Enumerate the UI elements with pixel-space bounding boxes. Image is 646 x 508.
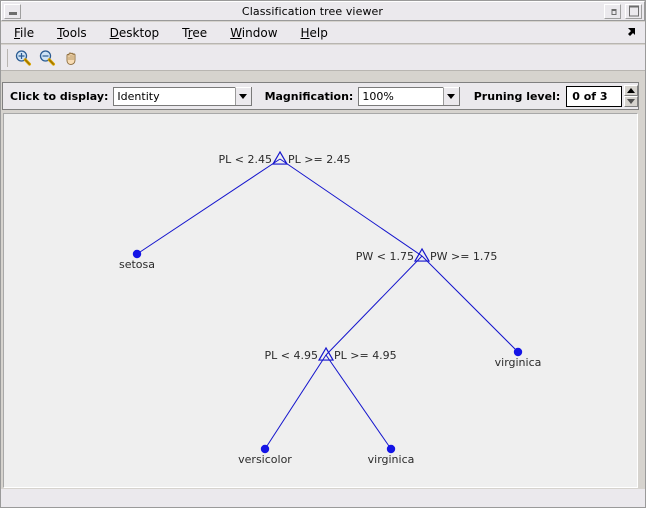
- menu-label-tree: ee: [192, 25, 208, 40]
- menu-item-tools[interactable]: Tools: [57, 25, 87, 40]
- menu-label-help: elp: [309, 25, 328, 40]
- click-to-display-label: Click to display:: [10, 89, 109, 103]
- tree-edges: [136, 158, 519, 450]
- menu-bar: File Tools Desktop Tree Window Help: [1, 22, 645, 44]
- menu-item-desktop[interactable]: Desktop: [109, 25, 160, 40]
- tree-leaf-node[interactable]: [513, 347, 523, 357]
- menu-label-desktop: esktop: [118, 25, 160, 40]
- tool-bar: [1, 45, 645, 71]
- tree-leaf-label: virginica: [368, 453, 415, 466]
- magnification-value: 100%: [362, 89, 394, 103]
- menu-item-file[interactable]: File: [14, 25, 35, 40]
- chevron-down-icon: [234, 87, 251, 105]
- tree-split-label-right: PL >= 2.45: [288, 153, 351, 166]
- menu-item-tree[interactable]: Tree: [182, 25, 208, 40]
- menu-label-tools: ools: [62, 25, 87, 40]
- tree-leaf-node[interactable]: [260, 444, 270, 454]
- window-title: Classification tree viewer: [241, 4, 384, 18]
- zoom-out-icon: [39, 49, 55, 66]
- tree-edge: [421, 255, 519, 353]
- magnification-select[interactable]: 100%: [358, 86, 460, 106]
- caret-up-icon: [627, 88, 635, 93]
- tree-leaf-node[interactable]: [132, 249, 142, 259]
- pan-button[interactable]: [60, 47, 82, 69]
- tree-labels: PL < 2.45 PL >= 2.45 setosa PW < 1.75 PW >= …: [119, 153, 541, 466]
- tree-split-node[interactable]: [317, 346, 335, 361]
- menu-item-window[interactable]: Window: [230, 25, 278, 40]
- chevron-down-icon: [442, 87, 459, 105]
- menu-label-window: indow: [241, 25, 278, 40]
- tree-split-label-right: PW >= 1.75: [430, 250, 497, 263]
- tree-split-label-left: PL < 4.95: [265, 349, 318, 362]
- tree-edge: [136, 158, 281, 255]
- classification-tree-graphic: PL < 2.45 PL >= 2.45 setosa PW < 1.75 PW >= …: [119, 150, 541, 466]
- menu-label-file: ile: [20, 25, 35, 40]
- tree-split-label-left: PL < 2.45: [219, 153, 272, 166]
- tree-leaf-label: virginica: [495, 356, 542, 369]
- tree-leaf-node[interactable]: [386, 444, 396, 454]
- zoom-in-button[interactable]: [12, 47, 34, 69]
- tree-edge: [279, 158, 423, 257]
- pan-hand-icon: [66, 52, 76, 65]
- tree-split-node[interactable]: [413, 247, 431, 262]
- pruning-level-label: Pruning level:: [473, 89, 561, 103]
- restore-button[interactable]: [604, 3, 621, 19]
- tree-edge: [325, 354, 392, 450]
- pruning-level-decrement[interactable]: [624, 96, 638, 107]
- tree-split-label-right: PL >= 4.95: [334, 349, 397, 362]
- caret-down-icon: [627, 99, 635, 104]
- click-to-display-value: Identity: [117, 89, 160, 103]
- menu-item-help[interactable]: Help: [300, 25, 328, 40]
- minimize-icon: [8, 12, 17, 15]
- minimize-button[interactable]: [4, 3, 21, 19]
- click-to-display-select[interactable]: Identity: [113, 86, 252, 106]
- tree-split-node[interactable]: [271, 150, 289, 165]
- status-filler: [1, 489, 645, 507]
- tree-edge: [325, 255, 423, 356]
- zoom-out-button[interactable]: [36, 47, 58, 69]
- tree-edge: [264, 354, 327, 450]
- tree-split-label-left: PW < 1.75: [356, 250, 414, 263]
- tree-leaf-label: versicolor: [238, 453, 292, 466]
- restore-icon: [611, 9, 616, 15]
- pruning-level-increment[interactable]: [624, 85, 638, 96]
- dock-arrow-icon[interactable]: [625, 26, 639, 40]
- pruning-level-stepper[interactable]: [624, 84, 638, 108]
- tree-leaf-label: setosa: [119, 258, 155, 271]
- tree-nodes: [132, 150, 523, 454]
- title-bar: Classification tree viewer: [1, 1, 645, 21]
- maximize-button[interactable]: [625, 3, 642, 19]
- control-strip: Click to display: Identity Magnification…: [2, 82, 639, 110]
- pruning-level-value: 0 of 3: [572, 89, 608, 103]
- zoom-in-icon: [15, 49, 31, 66]
- magnification-label: Magnification:: [264, 89, 354, 103]
- toolbar-separator: [7, 48, 8, 67]
- tree-canvas[interactable]: PL < 2.45 PL >= 2.45 setosa PW < 1.75 PW >= …: [3, 113, 638, 488]
- pruning-level-field[interactable]: 0 of 3: [566, 85, 622, 107]
- maximize-icon: [628, 5, 639, 17]
